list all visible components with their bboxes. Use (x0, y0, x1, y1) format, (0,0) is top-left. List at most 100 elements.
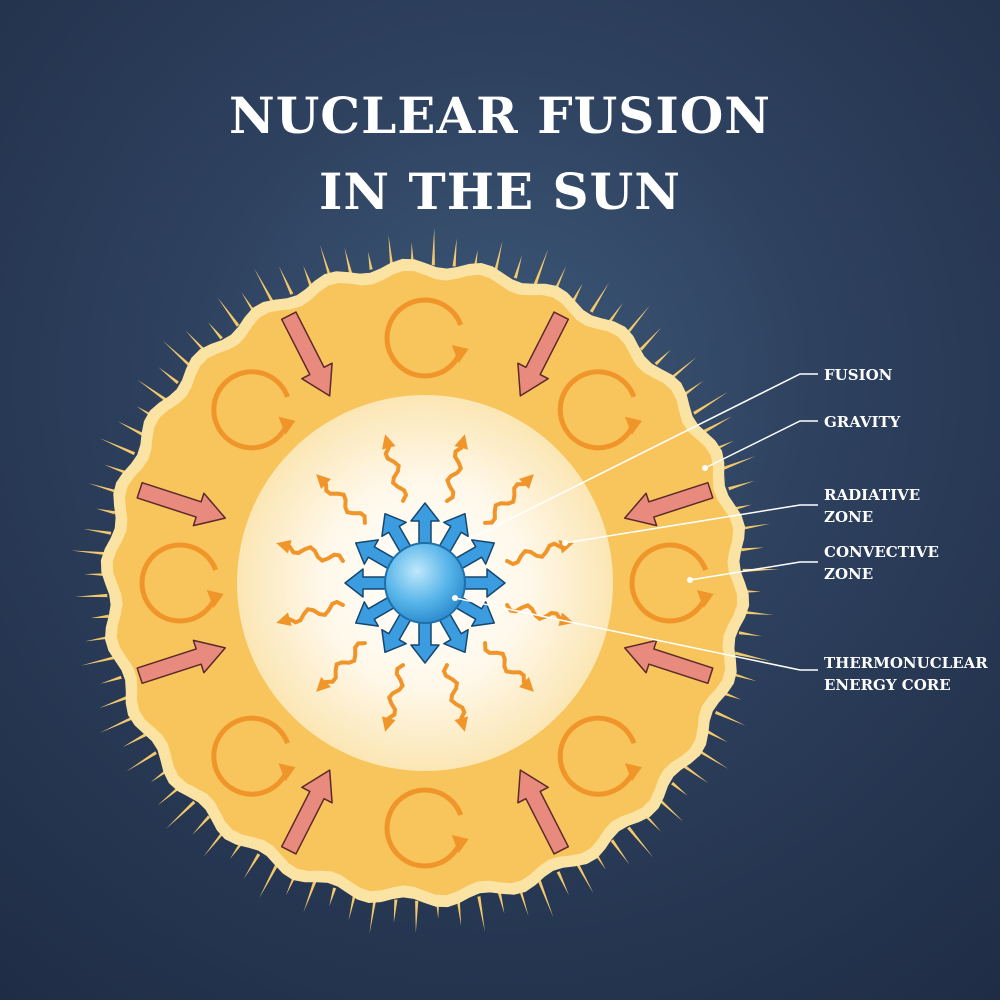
gravity-arrow (517, 769, 570, 855)
sun-ray (639, 327, 662, 351)
title-line-2: IN THE SUN (319, 162, 681, 221)
core-dot (452, 595, 458, 601)
sun-ray (217, 297, 240, 327)
wave-line (383, 445, 409, 503)
wave-arrowhead (382, 434, 396, 450)
label-gravity: GRAVITY (824, 413, 901, 431)
fusion-arrow-shape (381, 612, 412, 654)
gravity-arrow (517, 311, 570, 397)
fusion-leader-line (467, 373, 818, 541)
sun-ray (493, 240, 503, 274)
fusion-arrow-shape (344, 568, 388, 598)
label-convective-line-2: ZONE (824, 565, 873, 583)
gravity-arrow (623, 481, 714, 527)
sun-ray (671, 781, 688, 796)
fusion-arrow-shape (454, 539, 496, 570)
sun-ray (738, 523, 770, 531)
wave-arrowhead (454, 434, 468, 450)
sun-ray (721, 456, 756, 471)
gravity-arrows (136, 311, 714, 855)
wave-line (287, 599, 345, 625)
wave-line (324, 641, 367, 684)
sun-ray (695, 747, 729, 769)
convection-arrows (139, 297, 714, 869)
sun-ray (537, 879, 554, 918)
sun-ray (741, 547, 765, 552)
convection-arc (384, 297, 464, 379)
wave-line (483, 482, 526, 525)
sun-ray (714, 710, 746, 726)
sun-ray (192, 815, 211, 835)
sun-ray (344, 247, 353, 275)
fusion-arrow (354, 539, 396, 570)
sun-ray (243, 853, 261, 879)
convection-loop (557, 369, 642, 451)
sun-ray (117, 421, 145, 437)
convection-loop (211, 369, 296, 451)
gravity-dot (702, 465, 708, 471)
sun-ray (623, 305, 650, 337)
label-fusion: FUSION (824, 366, 893, 384)
convection-arrowhead (278, 416, 296, 435)
sun-ray (158, 367, 179, 385)
sun-ray (452, 238, 457, 267)
convection-loop (629, 542, 714, 624)
convection-loop (384, 787, 469, 869)
sun-ray (126, 751, 157, 772)
gravity-arrow-shape (517, 311, 570, 397)
sun-ray (166, 800, 196, 829)
sun-ray (738, 631, 762, 637)
fusion-arrow-shape (462, 568, 506, 598)
sun-ray (157, 785, 182, 806)
wave-line (287, 544, 345, 564)
sun-ray (208, 322, 223, 340)
label-core-line-2: ENERGY CORE (824, 676, 951, 694)
sun-ray (733, 504, 752, 511)
sun-ray (137, 379, 167, 401)
convection-arrowhead (278, 763, 296, 782)
sun-ray (88, 483, 121, 495)
wave-arrowhead (276, 540, 292, 554)
label-core-line-1: THERMONUCLEAR (824, 654, 988, 672)
gravity-leader-line (704, 420, 818, 469)
sun-ray (556, 871, 569, 896)
label-radiative-line-2: ZONE (824, 508, 873, 526)
sun-ray (162, 340, 193, 369)
convection-arc (384, 787, 464, 869)
sun-ray (96, 508, 116, 515)
sun-ray (320, 244, 333, 280)
radiation-wave (441, 663, 468, 732)
sun-ray (657, 797, 684, 822)
gravity-arrow (280, 311, 333, 397)
leader-lines (454, 373, 818, 671)
sun-ray (388, 234, 394, 267)
convective-dot (687, 577, 693, 583)
wave-arrowhead (382, 716, 396, 732)
sun-ray (681, 380, 704, 398)
wave-line (441, 663, 467, 721)
sun-ray (71, 550, 109, 556)
gravity-arrow-shape (623, 481, 714, 527)
fusion-arrow-shape (410, 502, 440, 546)
sun-ray (368, 251, 373, 270)
fusion-arrow-shape (410, 620, 440, 664)
sun-ray (683, 765, 709, 784)
sun-ray (259, 863, 279, 899)
fusion-arrow (438, 612, 469, 654)
wave-arrowhead (454, 716, 468, 732)
sun-ray (303, 265, 313, 287)
sun-ray (497, 891, 505, 914)
sun-ray (229, 841, 243, 859)
gravity-arrow (136, 481, 227, 527)
sun-rays (71, 228, 780, 934)
fusion-arrow (462, 568, 506, 598)
convection-loop (557, 715, 642, 797)
sun-ray (728, 480, 755, 491)
gravity-arrow (623, 639, 714, 685)
sun-ray (84, 573, 108, 577)
sun-ray (431, 228, 435, 266)
label-convective-line-1: CONVECTIVE (824, 543, 939, 561)
fusion-arrow (381, 512, 412, 554)
wave-line (505, 541, 563, 567)
